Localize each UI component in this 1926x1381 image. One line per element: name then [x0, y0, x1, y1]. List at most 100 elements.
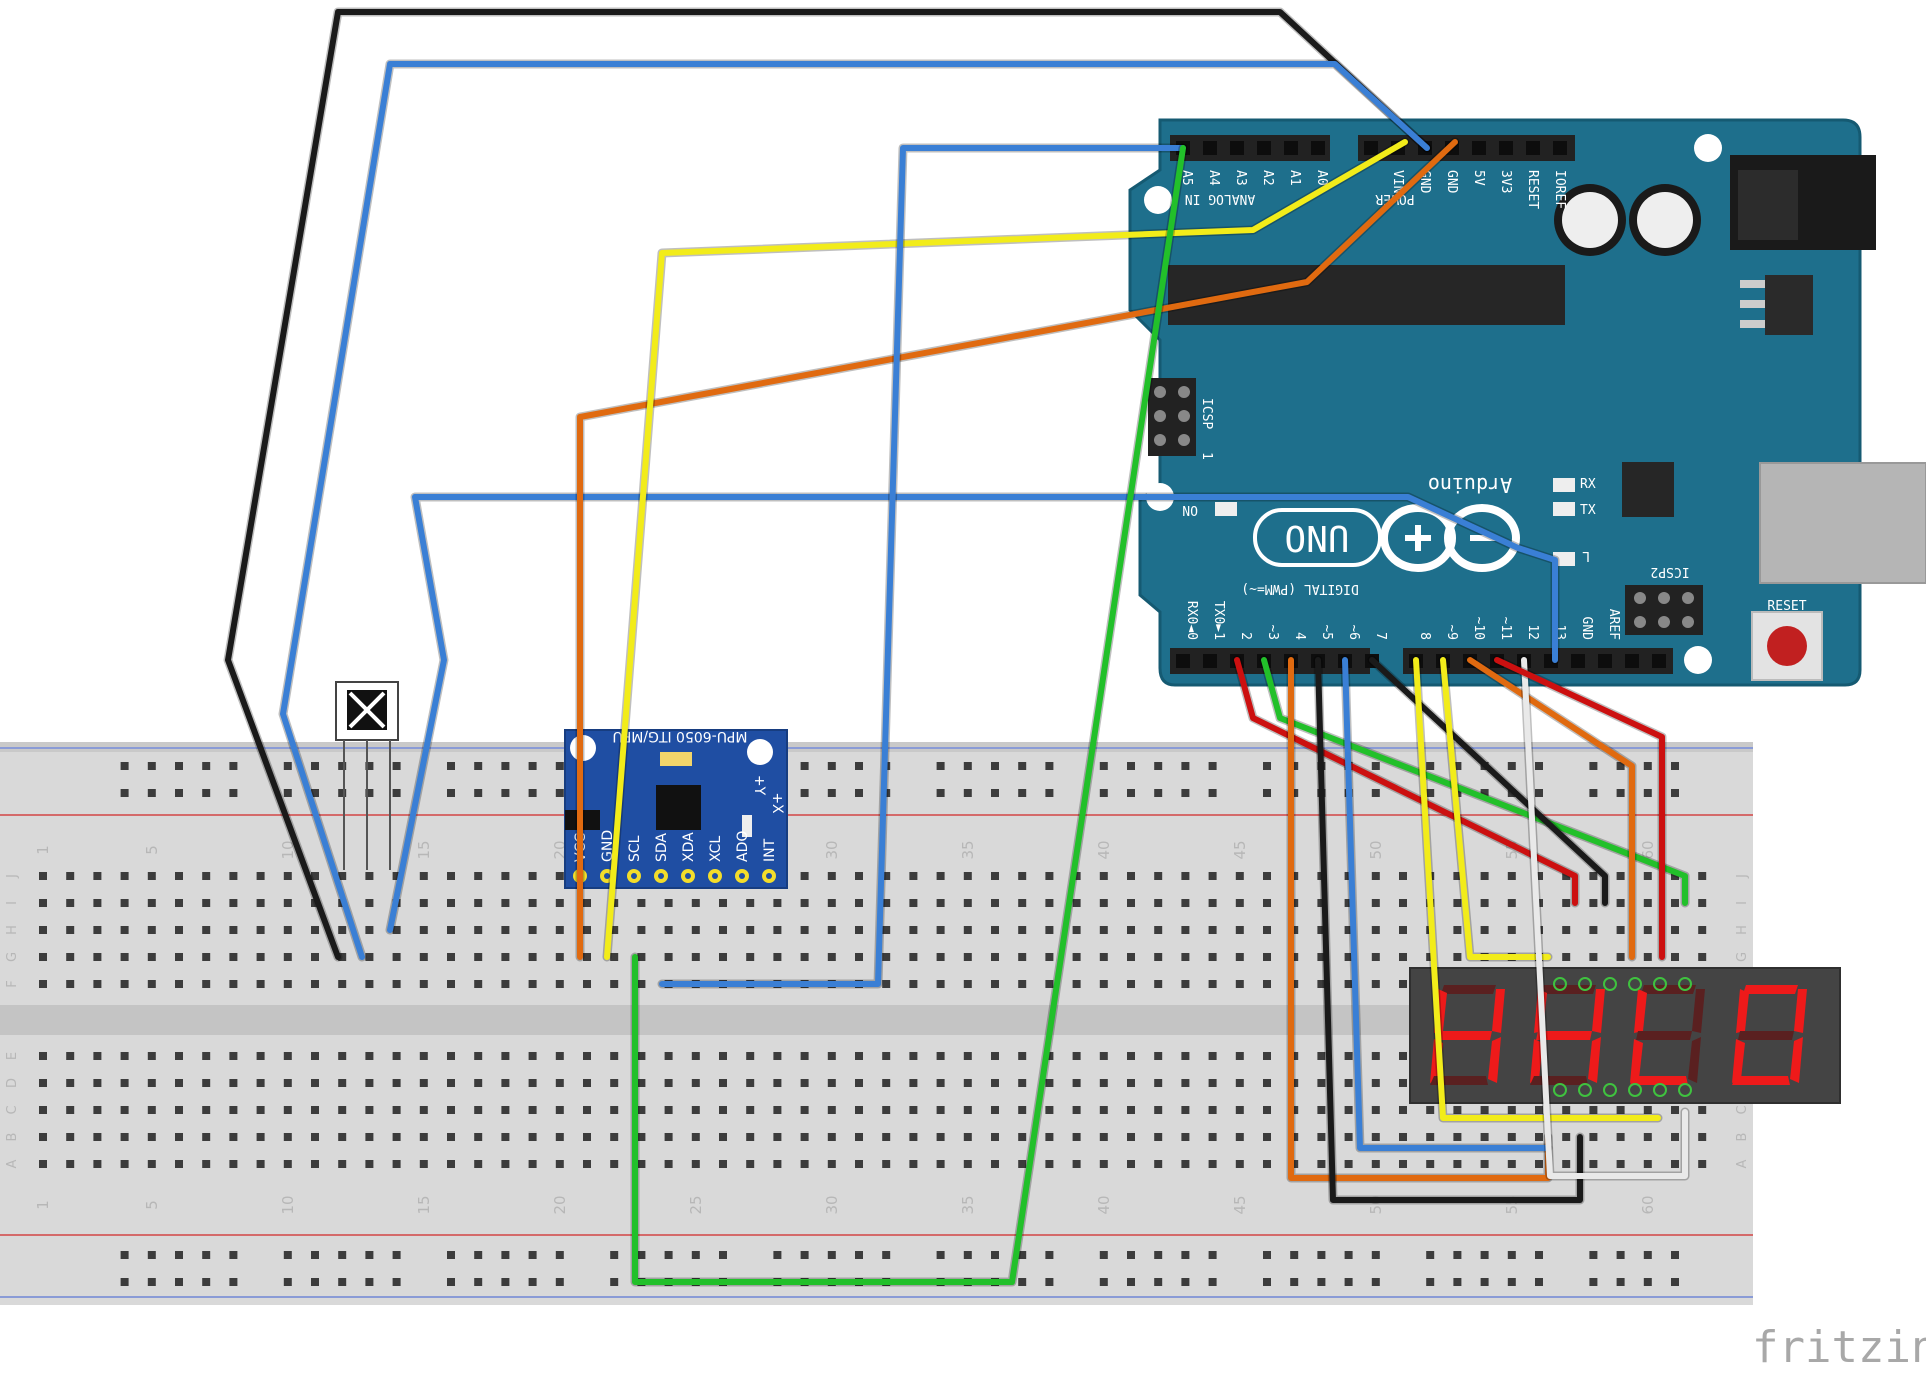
- breadboard-hole[interactable]: [256, 1052, 265, 1060]
- breadboard-hole[interactable]: [691, 899, 700, 907]
- breadboard-hole[interactable]: [283, 980, 292, 988]
- breadboard-hole[interactable]: [419, 1052, 428, 1060]
- rail-hole[interactable]: [1127, 1278, 1135, 1286]
- breadboard-hole[interactable]: [1018, 899, 1027, 907]
- breadboard-hole[interactable]: [1099, 899, 1108, 907]
- breadboard-hole[interactable]: [1018, 1106, 1027, 1114]
- icsp-pin[interactable]: [1178, 434, 1190, 446]
- wire-blue-ir-signal[interactable]: [387, 494, 1558, 933]
- breadboard-hole[interactable]: [311, 1133, 319, 1141]
- breadboard-hole[interactable]: [855, 926, 863, 934]
- breadboard-hole[interactable]: [1072, 872, 1081, 880]
- rail-hole[interactable]: [1099, 1278, 1108, 1286]
- breadboard-hole[interactable]: [1344, 953, 1353, 961]
- breadboard-hole[interactable]: [311, 872, 319, 880]
- rail-hole[interactable]: [447, 1278, 455, 1286]
- breadboard-hole[interactable]: [909, 1079, 918, 1087]
- breadboard-hole[interactable]: [936, 872, 945, 880]
- breadboard-hole[interactable]: [1562, 1106, 1571, 1114]
- breadboard-hole[interactable]: [1562, 1133, 1571, 1141]
- breadboard-hole[interactable]: [691, 1106, 700, 1114]
- rail-hole[interactable]: [311, 1278, 319, 1286]
- breadboard-hole[interactable]: [1235, 1160, 1244, 1168]
- breadboard-hole[interactable]: [392, 980, 401, 988]
- breadboard-hole[interactable]: [936, 899, 945, 907]
- breadboard-hole[interactable]: [555, 1133, 564, 1141]
- breadboard-hole[interactable]: [691, 953, 700, 961]
- breadboard-hole[interactable]: [1181, 1133, 1190, 1141]
- rail-hole[interactable]: [392, 1278, 401, 1286]
- breadboard-hole[interactable]: [474, 899, 483, 907]
- rail-hole[interactable]: [1535, 1278, 1543, 1286]
- breadboard-hole[interactable]: [1127, 899, 1135, 907]
- wire-yellow-mpu-gnd[interactable]: [604, 139, 1408, 960]
- rail-hole[interactable]: [555, 1251, 564, 1259]
- breadboard-hole[interactable]: [1317, 1133, 1326, 1141]
- breadboard-hole[interactable]: [1045, 1079, 1054, 1087]
- rail-hole[interactable]: [474, 1251, 483, 1259]
- display-pin[interactable]: [1603, 1083, 1617, 1097]
- rail-hole[interactable]: [1154, 789, 1163, 797]
- breadboard-hole[interactable]: [39, 1106, 47, 1114]
- breadboard-hole[interactable]: [1263, 926, 1271, 934]
- rail-hole[interactable]: [1426, 1251, 1435, 1259]
- breadboard-hole[interactable]: [1154, 1133, 1163, 1141]
- breadboard-hole[interactable]: [637, 980, 646, 988]
- rail-hole[interactable]: [1589, 762, 1598, 770]
- breadboard-hole[interactable]: [392, 1052, 401, 1060]
- breadboard-hole[interactable]: [120, 980, 129, 988]
- breadboard-hole[interactable]: [66, 899, 75, 907]
- breadboard-hole[interactable]: [963, 872, 972, 880]
- breadboard-hole[interactable]: [909, 1133, 918, 1141]
- breadboard-hole[interactable]: [1616, 1106, 1625, 1114]
- breadboard-hole[interactable]: [1671, 872, 1679, 880]
- breadboard-hole[interactable]: [202, 953, 211, 961]
- breadboard-hole[interactable]: [202, 1106, 211, 1114]
- breadboard-hole[interactable]: [1399, 899, 1407, 907]
- breadboard-hole[interactable]: [583, 1160, 591, 1168]
- breadboard-hole[interactable]: [963, 899, 972, 907]
- breadboard-hole[interactable]: [256, 899, 265, 907]
- breadboard-hole[interactable]: [1344, 1106, 1353, 1114]
- rail-hole[interactable]: [202, 1278, 211, 1286]
- breadboard-hole[interactable]: [773, 953, 782, 961]
- breadboard-hole[interactable]: [909, 953, 918, 961]
- rail-hole[interactable]: [1045, 1278, 1054, 1286]
- breadboard-hole[interactable]: [501, 1133, 510, 1141]
- breadboard-hole[interactable]: [229, 899, 238, 907]
- breadboard-hole[interactable]: [1072, 926, 1081, 934]
- breadboard-hole[interactable]: [1099, 1052, 1108, 1060]
- breadboard-hole[interactable]: [120, 1160, 129, 1168]
- breadboard-hole[interactable]: [909, 899, 918, 907]
- breadboard-hole[interactable]: [1099, 1160, 1108, 1168]
- breadboard-hole[interactable]: [392, 1160, 401, 1168]
- rail-hole[interactable]: [147, 789, 156, 797]
- breadboard-hole[interactable]: [528, 1160, 537, 1168]
- breadboard-hole[interactable]: [773, 1160, 782, 1168]
- breadboard-hole[interactable]: [120, 1079, 129, 1087]
- breadboard-hole[interactable]: [991, 953, 999, 961]
- breadboard-hole[interactable]: [637, 953, 646, 961]
- breadboard-hole[interactable]: [555, 980, 564, 988]
- breadboard-hole[interactable]: [610, 1133, 619, 1141]
- breadboard-hole[interactable]: [855, 953, 863, 961]
- breadboard-hole[interactable]: [991, 899, 999, 907]
- breadboard-hole[interactable]: [1099, 1106, 1108, 1114]
- rail-hole[interactable]: [447, 762, 455, 770]
- rail-hole[interactable]: [1208, 1278, 1217, 1286]
- breadboard-hole[interactable]: [1208, 1052, 1217, 1060]
- breadboard-hole[interactable]: [93, 1052, 102, 1060]
- breadboard-hole[interactable]: [610, 953, 619, 961]
- breadboard-hole[interactable]: [991, 980, 999, 988]
- breadboard-hole[interactable]: [936, 1052, 945, 1060]
- breadboard-hole[interactable]: [583, 926, 591, 934]
- rail-hole[interactable]: [283, 1278, 292, 1286]
- breadboard-hole[interactable]: [719, 1052, 727, 1060]
- rail-hole[interactable]: [1616, 1278, 1625, 1286]
- breadboard-hole[interactable]: [882, 1052, 891, 1060]
- breadboard-hole[interactable]: [909, 980, 918, 988]
- rail-hole[interactable]: [1616, 762, 1625, 770]
- power-pin[interactable]: [1364, 141, 1378, 155]
- breadboard-hole[interactable]: [120, 1052, 129, 1060]
- breadboard-hole[interactable]: [1589, 1106, 1598, 1114]
